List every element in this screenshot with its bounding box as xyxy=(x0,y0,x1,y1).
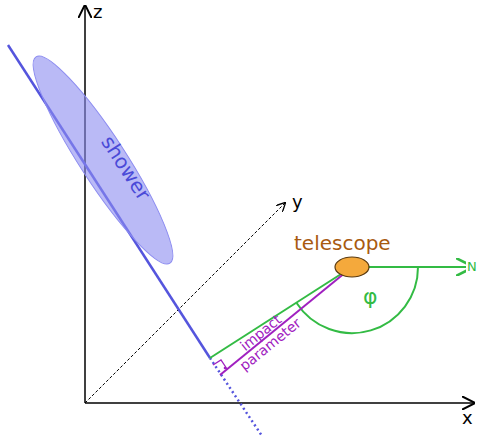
shower-axis xyxy=(8,45,210,358)
telescope-shape xyxy=(335,257,369,277)
shower-outline xyxy=(14,42,192,279)
telescope-symbol: telescope xyxy=(294,231,404,255)
north-arrow xyxy=(352,266,472,268)
shower-shape xyxy=(17,44,190,275)
shower-ellipse: shower xyxy=(14,42,192,279)
angle-label: φ xyxy=(363,285,378,309)
north-label: N xyxy=(466,260,478,274)
impact-label: impact parameter xyxy=(224,301,307,377)
axis-label: z xyxy=(93,2,102,22)
y-axis xyxy=(85,203,285,403)
z-axis xyxy=(84,6,86,403)
axis-label: y xyxy=(292,192,303,212)
shower-axis-extension xyxy=(210,358,262,436)
right-angle-dot xyxy=(224,367,227,370)
x-axis xyxy=(85,402,474,404)
telescope-label: telescope xyxy=(294,231,404,255)
telescope-outline xyxy=(332,255,372,281)
axis-label: x xyxy=(462,408,473,428)
right-angle-mark xyxy=(213,360,227,369)
